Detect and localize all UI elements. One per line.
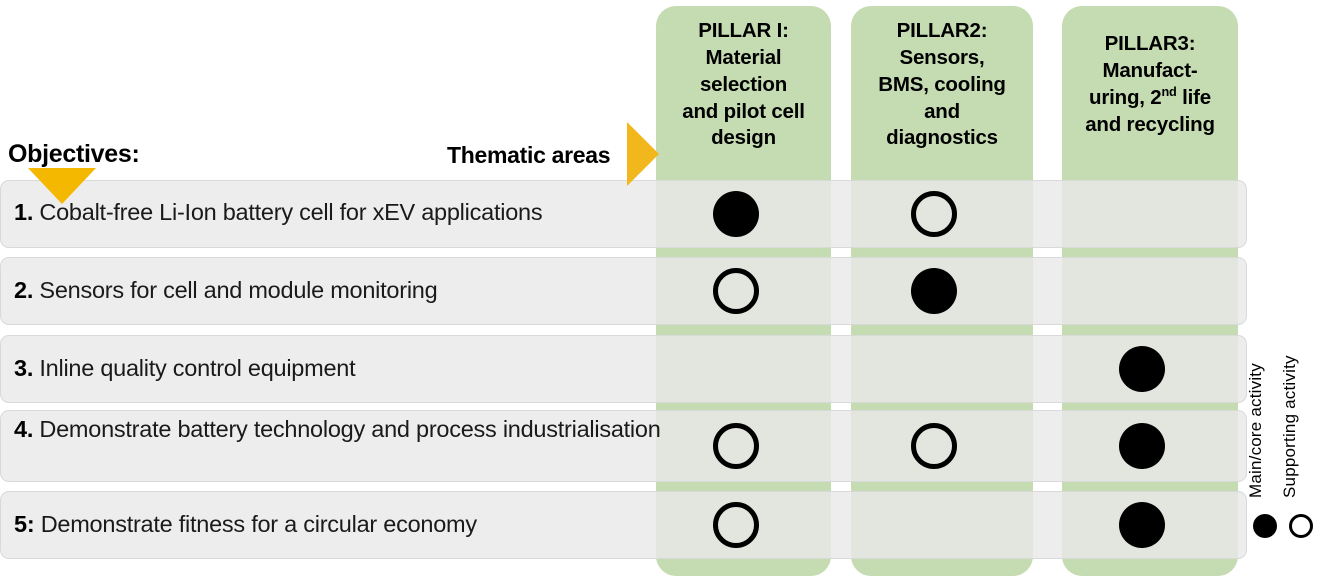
pillar-2-title: PILLAR2: Sensors, BMS, cooling and diagn… <box>878 19 1006 150</box>
legend-main-label: Main/core activity <box>1246 363 1265 498</box>
table-row[interactable] <box>0 491 1247 559</box>
row-label-4: 4. Demonstrate battery technology and pr… <box>14 415 704 444</box>
objectives-label: Objectives: <box>8 140 140 168</box>
row-number-1: 1. <box>14 199 40 225</box>
row-label-2: 2. Sensors for cell and module monitorin… <box>14 276 704 305</box>
open-circle-icon <box>1289 514 1313 538</box>
row-label-1: 1. Cobalt-free Li-Ion battery cell for x… <box>14 198 704 227</box>
legend: Main/core activity Supporting activity <box>1246 330 1322 560</box>
table-row[interactable] <box>0 410 1247 482</box>
open-circle-icon <box>712 502 759 548</box>
row-text-2: Sensors for cell and module monitoring <box>39 277 438 303</box>
filled-circle-icon <box>911 268 957 314</box>
filled-circle-icon <box>1119 423 1165 469</box>
thematic-areas-label: Thematic areas <box>447 142 611 168</box>
table-row[interactable] <box>0 335 1247 403</box>
table-row[interactable] <box>0 180 1247 248</box>
triangle-down-icon <box>28 168 96 204</box>
row-text-3: Inline quality control equipment <box>39 355 356 381</box>
filled-circle-icon <box>1119 502 1165 548</box>
row-text-4: Demonstrate battery technology and proce… <box>39 416 661 442</box>
filled-circle-icon <box>712 191 759 237</box>
open-circle-icon <box>911 191 957 237</box>
row-number-5: 5: <box>14 511 41 537</box>
row-number-3: 3. <box>14 355 40 381</box>
row-number-4: 4. <box>14 416 40 442</box>
filled-circle-icon <box>1119 346 1165 392</box>
open-circle-icon <box>712 268 759 314</box>
filled-circle-icon <box>1253 514 1277 538</box>
pillar-1-title: PILLAR I: Material selection and pilot c… <box>682 19 805 150</box>
row-text-1: Cobalt-free Li-Ion battery cell for xEV … <box>39 199 543 225</box>
open-circle-icon <box>712 423 759 469</box>
triangle-right-icon <box>627 122 659 186</box>
table-row[interactable] <box>0 257 1247 325</box>
row-label-3: 3. Inline quality control equipment <box>14 354 704 383</box>
open-circle-icon <box>911 423 957 469</box>
row-label-5: 5: Demonstrate fitness for a circular ec… <box>14 510 704 539</box>
row-text-5: Demonstrate fitness for a circular econo… <box>40 511 477 537</box>
row-number-2: 2. <box>14 277 40 303</box>
legend-support-label: Supporting activity <box>1280 355 1299 498</box>
